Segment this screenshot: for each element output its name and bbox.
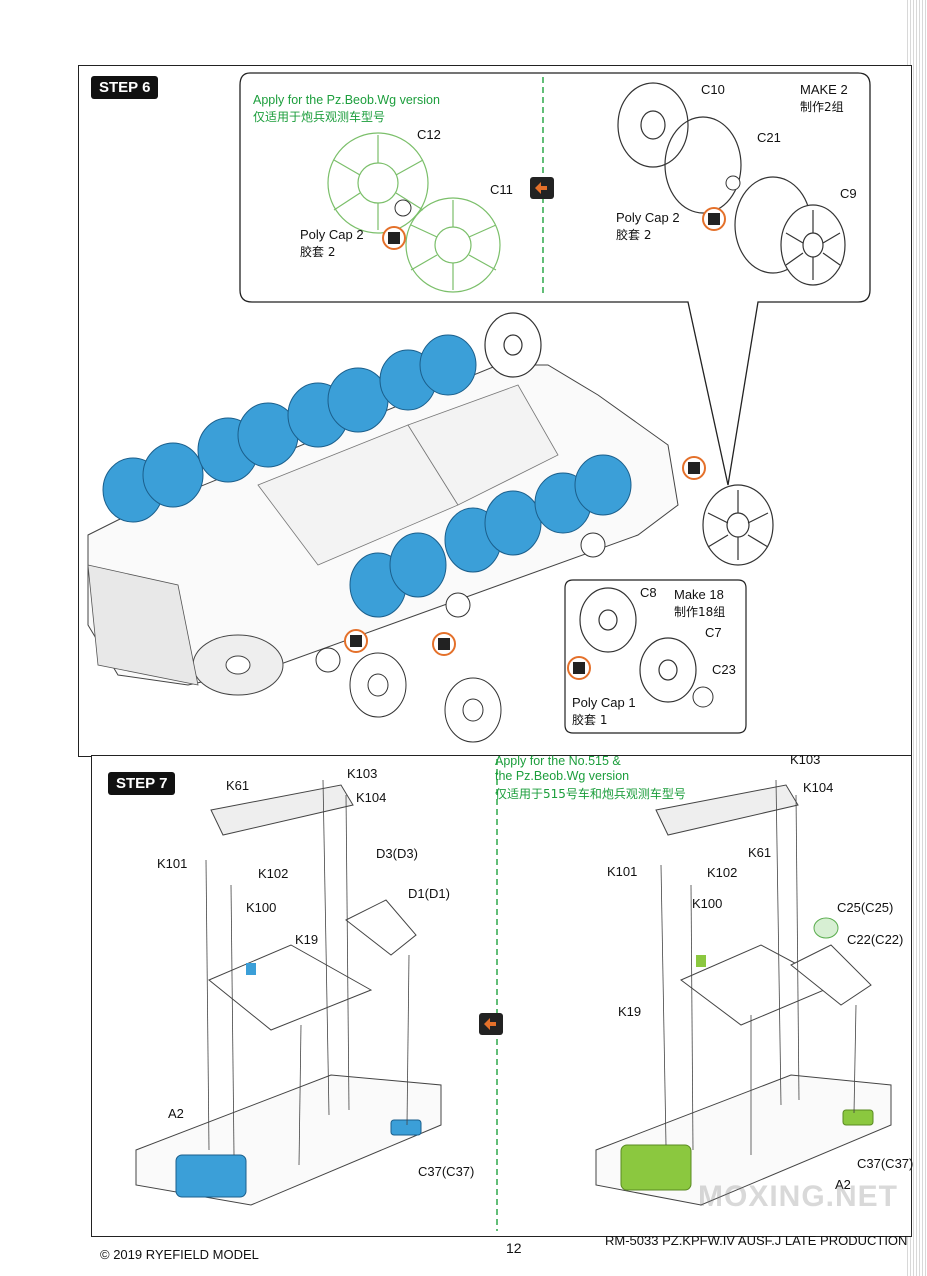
s7l-k103: K103 <box>347 766 378 781</box>
left-k61-part <box>210 784 354 836</box>
wheel-c8 <box>579 587 637 653</box>
s7l-d1: D1(D1) <box>408 886 450 901</box>
callout-c-polycap: Poly Cap 1 <box>572 695 636 710</box>
s7r-k103: K103 <box>790 752 821 767</box>
wheel-c10 <box>617 82 689 168</box>
left-k19-plate <box>208 944 373 1031</box>
step7-label: STEP 7 <box>108 772 176 795</box>
s7r-c37: C37(C37) <box>857 1156 914 1171</box>
right-green-part-c37 <box>842 1109 874 1126</box>
callout-b-part-c10: C10 <box>701 82 725 97</box>
s7r-title: Apply for the No.515 & <box>495 754 621 768</box>
left-blue-part-a2 <box>175 1154 247 1198</box>
callout-b-polycap: Poly Cap 2 <box>616 210 680 225</box>
s7l-k101: K101 <box>157 856 188 871</box>
callout-b-polycap-cn: 胶套 2 <box>616 228 652 242</box>
callout-c-polycap-cn: 胶套 1 <box>572 713 608 727</box>
callout-b-part-c9: C9 <box>840 186 857 201</box>
blue-roadwheels-upper <box>102 334 477 523</box>
polycap-icons-chassis <box>344 456 706 656</box>
s7r-c22: C22(C22) <box>847 932 904 947</box>
s7l-k19: K19 <box>295 932 319 947</box>
callout-a-title: Apply for the Pz.Beob.Wg version <box>253 93 440 107</box>
s7r-c25: C25(C25) <box>837 900 894 915</box>
s7l-c37: C37(C37) <box>418 1164 475 1179</box>
right-green-part-c25 <box>813 917 839 939</box>
left-blue-part-k100 <box>246 963 256 975</box>
callout-b-part-c21: C21 <box>757 130 781 145</box>
footer-copyright: © 2019 RYEFIELD MODEL <box>100 1247 259 1262</box>
callout-a-polycap: Poly Cap 2 <box>300 227 364 242</box>
watermark: MOXING.NET <box>698 1180 899 1213</box>
s7r-title2: the Pz.Beob.Wg version <box>495 769 630 783</box>
callout-bubble <box>239 72 871 486</box>
callout-a-part-c11: C11 <box>490 182 513 197</box>
return-rollers <box>315 532 606 743</box>
s7l-a2: A2 <box>168 1106 184 1121</box>
s7l-k100: K100 <box>246 900 277 915</box>
s7l-k104: K104 <box>356 790 387 805</box>
s7r-k102: K102 <box>707 865 738 880</box>
right-k61-part <box>655 784 799 836</box>
right-green-part-a2 <box>620 1144 692 1191</box>
callout-c-part-c23: C23 <box>712 662 736 677</box>
s7l-d3: D3(D3) <box>376 846 418 861</box>
step6-label: STEP 6 <box>91 76 159 99</box>
right-c22-plate <box>790 944 872 1006</box>
s7l-k102: K102 <box>258 866 289 881</box>
wheel-c9 <box>780 204 846 286</box>
right-green-part-k100 <box>696 955 706 967</box>
left-d1-plate <box>345 899 417 956</box>
callout-b-make: MAKE 2 <box>800 82 848 97</box>
blue-roadwheels-lower <box>349 454 632 618</box>
callout-a-subtitle: 仅适用于炮兵观测车型号 <box>253 110 386 124</box>
step7-illustration <box>135 759 892 1231</box>
track-links <box>87 564 199 686</box>
callout-c-part-c8: C8 <box>640 585 657 600</box>
s7r-a2: A2 <box>835 1177 851 1192</box>
s7l-k61: K61 <box>226 778 250 793</box>
s7r-k104: K104 <box>803 780 834 795</box>
wheel-c7 <box>639 637 697 703</box>
step6-illustration <box>87 72 871 743</box>
green-wheel-c12 <box>327 132 429 234</box>
callout-a-polycap-cn: 胶套 2 <box>300 245 336 259</box>
left-blue-part-c37 <box>390 1119 422 1136</box>
s7r-k61: K61 <box>748 845 772 860</box>
callout-c-part-c7: C7 <box>705 625 722 640</box>
callout-c-make: Make 18 <box>674 587 724 602</box>
s7r-k19: K19 <box>618 1004 642 1019</box>
s7r-k100: K100 <box>692 896 723 911</box>
callout-b-make-cn: 制作2组 <box>800 100 844 114</box>
footer-product: RM-5033 PZ.KPFW.IV AUSF.J LATE PRODUCTIO… <box>605 1233 908 1248</box>
callout-a-part-c12: C12 <box>417 127 441 142</box>
green-wheel-c11 <box>405 197 501 293</box>
s7r-subtitle: 仅适用于515号车和炮兵观测车型号 <box>495 787 686 801</box>
idler-wheel <box>484 312 542 378</box>
footer-page-number: 12 <box>506 1240 522 1256</box>
ring-c21a <box>664 116 742 214</box>
idler-wheel-front <box>702 484 774 566</box>
s7r-k101: K101 <box>607 864 638 879</box>
callout-c-make-cn: 制作18组 <box>674 605 726 619</box>
